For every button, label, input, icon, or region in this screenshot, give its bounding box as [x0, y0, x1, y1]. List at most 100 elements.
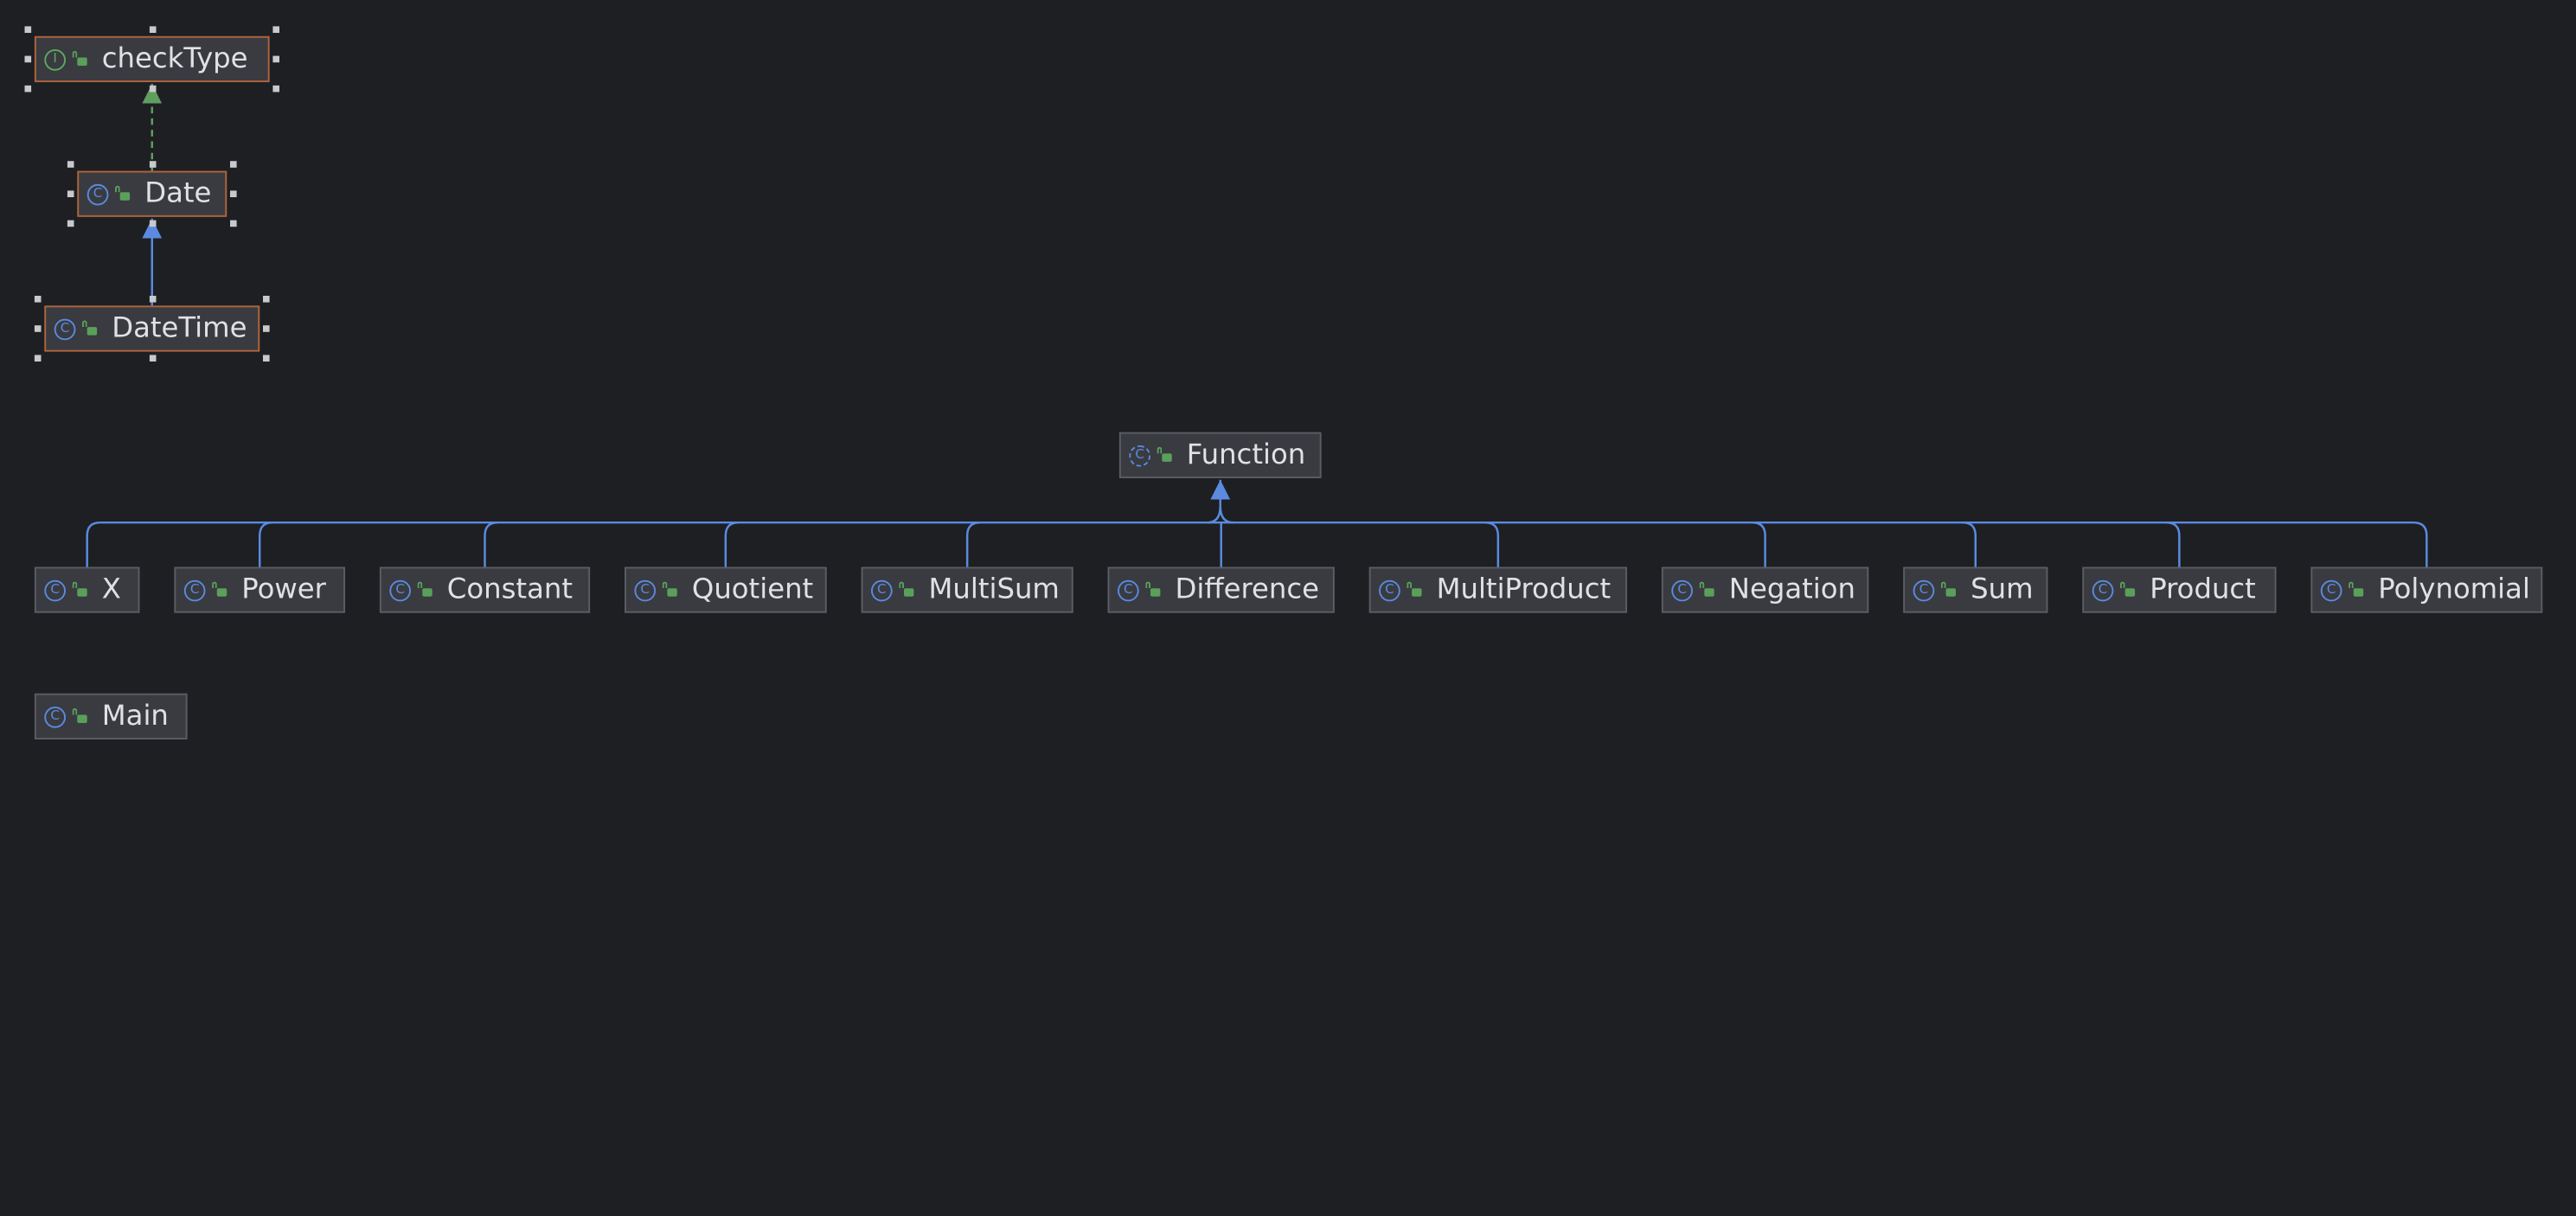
inheritance-branch — [2166, 521, 2181, 567]
class-icon: C — [1118, 579, 1139, 601]
selection-handle[interactable] — [67, 190, 74, 197]
public-access-icon — [72, 707, 89, 726]
public-access-icon — [1407, 580, 1423, 599]
class-icon: C — [1379, 579, 1400, 601]
selection-handle[interactable] — [34, 296, 42, 303]
selection-handle[interactable] — [263, 296, 270, 303]
selection-handle[interactable] — [148, 355, 156, 362]
class-name: Sum — [1970, 573, 2034, 607]
class-name: DateTime — [112, 312, 247, 345]
class-icon: C — [1913, 579, 1935, 601]
public-access-icon — [899, 580, 915, 599]
public-access-icon — [72, 580, 89, 599]
class-node-power[interactable]: C Power — [174, 566, 345, 613]
selection-handle[interactable] — [24, 85, 32, 93]
class-icon: C — [44, 579, 66, 601]
selection-handle[interactable] — [148, 220, 156, 227]
class-icon: C — [2092, 579, 2114, 601]
inheritance-branch — [86, 521, 100, 567]
selection-handle[interactable] — [67, 161, 74, 168]
class-node-main[interactable]: C Main — [34, 693, 188, 739]
class-name: Difference — [1175, 573, 1320, 607]
class-icon: C — [183, 579, 206, 601]
class-node-checktype[interactable]: I checkType — [34, 35, 270, 82]
inheritance-branch — [1962, 521, 1977, 567]
selection-handle[interactable] — [34, 355, 42, 362]
inheritance-branch — [1484, 521, 1500, 567]
class-node-x[interactable]: C X — [34, 566, 140, 613]
public-access-icon — [82, 319, 99, 338]
class-node-datetime[interactable]: C DateTime — [44, 305, 260, 352]
public-access-icon — [1145, 580, 1162, 599]
selection-handle[interactable] — [148, 26, 156, 33]
class-name: Product — [2150, 573, 2256, 607]
class-node-sum[interactable]: C Sum — [1903, 566, 2048, 613]
class-icon: C — [871, 579, 893, 601]
abstract-class-icon: C — [1129, 444, 1150, 466]
selection-handle[interactable] — [230, 161, 237, 168]
class-node-date[interactable]: C Date — [77, 170, 227, 217]
selection-handle[interactable] — [272, 55, 279, 63]
selection-handle[interactable] — [148, 161, 156, 168]
class-name: Function — [1186, 438, 1306, 472]
class-node-multiproduct[interactable]: C MultiProduct — [1368, 566, 1627, 613]
selection-handle[interactable] — [34, 325, 42, 332]
class-node-negation[interactable]: C Negation — [1661, 566, 1869, 613]
class-name: Date — [144, 177, 212, 211]
public-access-icon — [662, 580, 679, 599]
class-name: Constant — [446, 573, 574, 607]
inheritance-bus-joint — [1219, 506, 1234, 524]
class-icon: C — [87, 182, 109, 205]
public-access-icon — [115, 184, 131, 203]
class-node-function[interactable]: C Function — [1118, 432, 1322, 478]
class-name: X — [101, 573, 121, 607]
selection-handle[interactable] — [24, 55, 32, 63]
class-name: checkType — [101, 42, 248, 76]
public-access-icon — [1699, 580, 1716, 599]
class-icon: C — [44, 706, 66, 727]
selection-handle[interactable] — [263, 325, 270, 332]
class-name: Power — [241, 573, 326, 607]
public-access-icon — [1940, 580, 1958, 599]
selection-handle[interactable] — [230, 220, 237, 227]
class-icon: C — [1671, 579, 1693, 601]
selection-handle[interactable] — [24, 26, 32, 33]
selection-handle[interactable] — [272, 26, 279, 33]
selection-handle[interactable] — [148, 85, 156, 93]
inheritance-branch — [2413, 521, 2428, 567]
selection-handle[interactable] — [148, 296, 156, 303]
public-access-icon — [72, 49, 89, 68]
selection-handle[interactable] — [272, 85, 279, 93]
public-access-icon — [212, 580, 228, 599]
class-name: MultiSum — [928, 573, 1060, 607]
inheritance-branch — [724, 521, 740, 567]
public-access-icon — [1157, 445, 1174, 464]
class-icon: C — [634, 579, 657, 601]
class-icon: C — [389, 579, 411, 601]
inheritance-branch — [258, 521, 273, 567]
inheritance-branch — [1752, 521, 1766, 567]
inheritance-bus-joint — [1207, 506, 1221, 524]
selection-handle[interactable] — [230, 190, 237, 197]
class-node-constant[interactable]: C Constant — [379, 566, 591, 613]
inheritance-branch — [484, 521, 498, 567]
public-access-icon — [2349, 580, 2365, 599]
class-node-difference[interactable]: C Difference — [1107, 566, 1335, 613]
class-name: Quotient — [691, 573, 814, 607]
public-access-icon — [417, 580, 434, 599]
class-node-quotient[interactable]: C Quotient — [625, 566, 827, 613]
selection-handle[interactable] — [67, 220, 74, 227]
class-name: MultiProduct — [1436, 573, 1612, 607]
selection-handle[interactable] — [263, 355, 270, 362]
class-node-polynomial[interactable]: C Polynomial — [2310, 566, 2543, 613]
class-name: Main — [101, 700, 169, 733]
class-node-multisum[interactable]: C MultiSum — [861, 566, 1073, 613]
class-name: Negation — [1728, 573, 1856, 607]
interface-icon: I — [44, 48, 66, 70]
public-access-icon — [2120, 580, 2137, 599]
class-name: Polynomial — [2378, 573, 2530, 607]
class-icon: C — [2320, 579, 2342, 601]
class-node-product[interactable]: C Product — [2082, 566, 2277, 613]
